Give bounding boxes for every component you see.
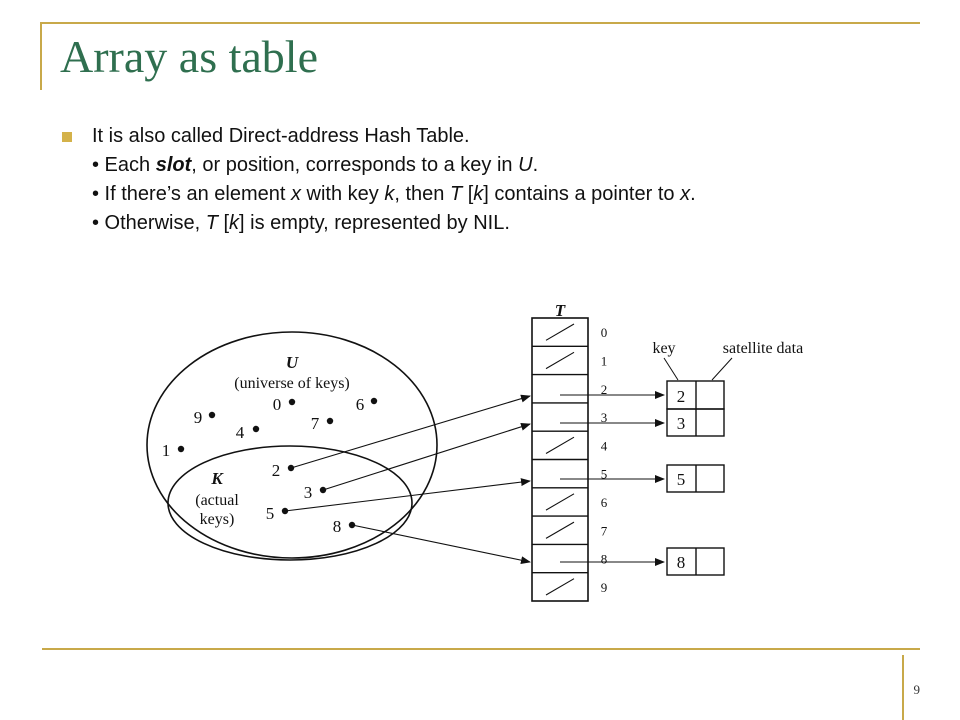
slot-index-label: 9 bbox=[601, 580, 608, 595]
universe-ellipse bbox=[146, 331, 438, 559]
element-record: 3 bbox=[666, 408, 725, 437]
text-run: U bbox=[518, 154, 533, 176]
text-run: k bbox=[473, 183, 484, 205]
svg-text:2: 2 bbox=[677, 387, 686, 406]
svg-text:2: 2 bbox=[272, 461, 281, 480]
bullet-text: It is also called Direct-address Hash Ta… bbox=[92, 122, 942, 238]
text-run: x bbox=[290, 183, 301, 205]
slot-index-label: 8 bbox=[601, 552, 608, 567]
text-run: • Otherwise, bbox=[92, 212, 206, 234]
element-record: 5 bbox=[666, 464, 725, 493]
text-run: ] is empty, represented by NIL. bbox=[239, 212, 510, 234]
element-record: 8 bbox=[666, 547, 725, 576]
actual-keys-ellipse bbox=[167, 445, 413, 561]
slot-index-label: 7 bbox=[601, 523, 608, 538]
svg-text:5: 5 bbox=[266, 504, 275, 523]
svg-text:6: 6 bbox=[356, 395, 365, 414]
slot-index-label: 3 bbox=[601, 410, 608, 425]
frame-left-rule bbox=[40, 22, 42, 90]
universe-key: 7 bbox=[311, 414, 334, 433]
svg-text:4: 4 bbox=[236, 423, 245, 442]
text-run: [ bbox=[462, 183, 474, 205]
table-slots: 0 1 2 3 4 5 6 7 8 9 bbox=[532, 323, 608, 596]
svg-text:1: 1 bbox=[162, 441, 171, 460]
satellite-header-pointer bbox=[711, 357, 733, 381]
svg-text:7: 7 bbox=[311, 414, 320, 433]
universe-key: 4 bbox=[236, 423, 260, 442]
universe-key: 1 bbox=[162, 441, 185, 460]
key-to-slot-arrow bbox=[284, 478, 531, 512]
text-run: T bbox=[449, 183, 463, 205]
svg-text:0: 0 bbox=[273, 395, 282, 414]
universe-caption: (universe of keys) bbox=[234, 375, 350, 392]
text-run: [ bbox=[217, 212, 230, 234]
satellite-data-header: satellite data bbox=[723, 340, 803, 357]
universe-label: U bbox=[286, 353, 299, 372]
actual-key: 2 bbox=[272, 461, 295, 480]
table-label: T bbox=[555, 301, 566, 320]
svg-text:3: 3 bbox=[304, 483, 313, 502]
key-to-slot-arrow bbox=[351, 524, 531, 565]
nil-slot-slash bbox=[545, 351, 575, 370]
svg-text:8: 8 bbox=[333, 517, 342, 536]
text-run: with key bbox=[300, 183, 385, 205]
nil-slot-slash bbox=[545, 436, 575, 454]
text-run: , then bbox=[394, 183, 450, 205]
key-column-header: key bbox=[652, 340, 675, 357]
text-run: slot bbox=[155, 154, 192, 176]
actual-key: 3 bbox=[304, 483, 327, 502]
text-run: ] contains a pointer to bbox=[483, 183, 681, 205]
nil-slot-slash bbox=[545, 493, 575, 511]
page-number: 9 bbox=[913, 682, 921, 697]
subset-caption-line1: (actual bbox=[195, 492, 239, 509]
text-run: • Each bbox=[92, 154, 156, 176]
text-run: . bbox=[690, 183, 696, 205]
nil-slot-slash bbox=[545, 578, 575, 596]
slot-index-label: 5 bbox=[601, 467, 608, 482]
square-bullet-icon bbox=[62, 132, 72, 142]
key-to-slot-arrow bbox=[322, 422, 531, 491]
text-run: . bbox=[532, 154, 539, 176]
element-record: 2 bbox=[666, 380, 725, 410]
svg-text:3: 3 bbox=[677, 414, 686, 433]
universe-key: 9 bbox=[194, 408, 216, 427]
text-run: k bbox=[384, 183, 395, 205]
bullet-list: It is also called Direct-address Hash Ta… bbox=[62, 122, 942, 238]
svg-text:8: 8 bbox=[677, 553, 686, 572]
universe-key: 6 bbox=[356, 395, 378, 414]
slot-index-label: 2 bbox=[601, 382, 608, 397]
bullet-line: It is also called Direct-address Hash Ta… bbox=[92, 122, 942, 151]
text-run: x bbox=[680, 183, 691, 205]
slot-index-label: 1 bbox=[601, 353, 608, 368]
frame-top-rule bbox=[40, 22, 920, 24]
key-to-slot-arrow bbox=[290, 394, 531, 469]
subset-label: K bbox=[210, 469, 224, 488]
text-run: • If there’s an element bbox=[92, 183, 291, 205]
svg-text:9: 9 bbox=[194, 408, 203, 427]
slot-index-label: 6 bbox=[601, 495, 608, 510]
text-run: k bbox=[229, 212, 240, 234]
nil-slot-slash bbox=[545, 521, 575, 539]
slide-title: Array as table bbox=[60, 31, 318, 82]
subset-caption-line2: keys) bbox=[200, 511, 235, 528]
key-header-pointer bbox=[663, 357, 679, 381]
bullet-line: • Otherwise, T [k] is empty, represented… bbox=[92, 209, 942, 238]
frame-right-rule bbox=[902, 655, 904, 720]
text-run: T bbox=[205, 212, 218, 234]
actual-key: 5 bbox=[266, 504, 289, 523]
universe-key: 0 bbox=[273, 395, 296, 414]
nil-slot-slash bbox=[545, 323, 575, 341]
bullet-line: • If there’s an element x with key k, th… bbox=[92, 180, 942, 209]
svg-text:5: 5 bbox=[677, 470, 686, 489]
text-run: , or position, corresponds to a key in bbox=[191, 154, 519, 176]
slot-index-label: 0 bbox=[601, 325, 608, 340]
slot-index-label: 4 bbox=[601, 438, 608, 453]
text-run: It is also called Direct-address Hash Ta… bbox=[92, 125, 470, 147]
frame-bottom-rule bbox=[42, 648, 920, 650]
bullet-item: It is also called Direct-address Hash Ta… bbox=[62, 122, 942, 238]
bullet-line: • Each slot, or position, corresponds to… bbox=[92, 151, 942, 180]
actual-key: 8 bbox=[333, 517, 356, 536]
